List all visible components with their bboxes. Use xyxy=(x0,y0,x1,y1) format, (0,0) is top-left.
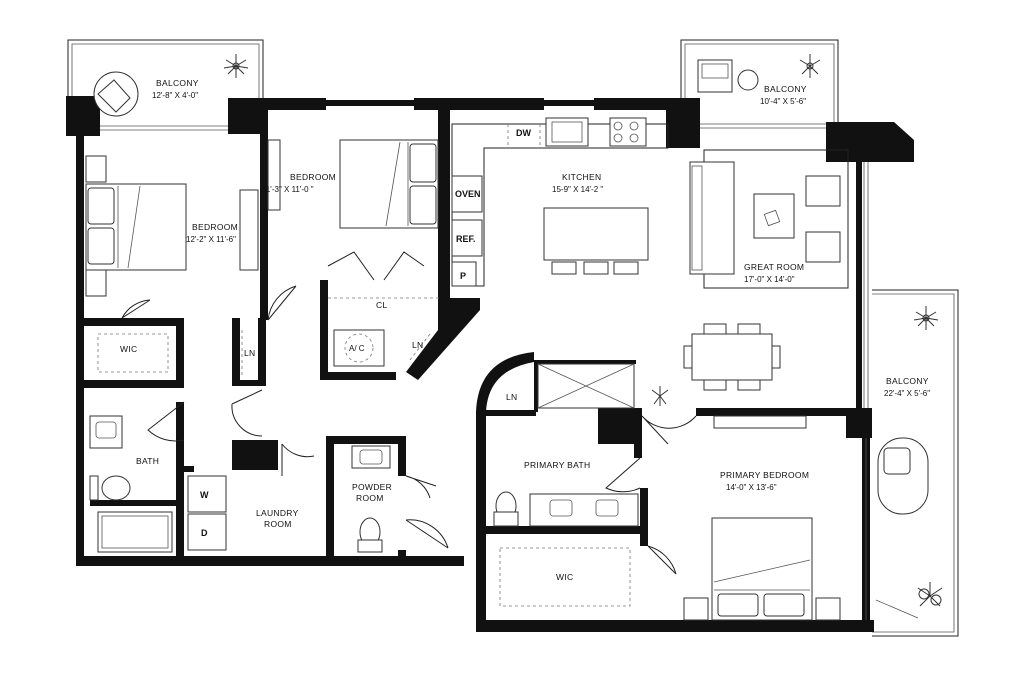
balcony-2-name: BALCONY xyxy=(764,84,807,94)
linen-2-name: LN xyxy=(412,340,423,350)
kitchen-dims: 15-9" X 14'-2 " xyxy=(552,185,603,194)
washer-label: W xyxy=(200,490,209,500)
refrigerator-label: REF. xyxy=(456,234,476,244)
laundry-name-2: ROOM xyxy=(264,519,292,529)
doors xyxy=(121,251,697,575)
balcony-outlines xyxy=(67,39,959,637)
bedroom-2-dims: 11'-3" X 11'-0 " xyxy=(262,185,314,194)
appliance-labels: DW OVEN REF. P W D xyxy=(200,128,531,538)
closet-name: CL xyxy=(376,300,387,310)
room-labels: BALCONY 12'-8" X 4'-0" BALCONY 10'-4" X … xyxy=(120,78,930,582)
oven-label: OVEN xyxy=(455,189,481,199)
windows xyxy=(100,123,869,620)
bath-name: BATH xyxy=(136,456,159,466)
balcony-1-dims: 12'-8" X 4'-0" xyxy=(152,91,198,100)
laundry-name: LAUNDRY xyxy=(256,508,299,518)
powder-name-2: ROOM xyxy=(356,493,384,503)
dryer-label: D xyxy=(201,528,208,538)
primary-bedroom-name: PRIMARY BEDROOM xyxy=(720,470,809,480)
primary-bath-name: PRIMARY BATH xyxy=(524,460,590,470)
linen-3-name: LN xyxy=(506,392,517,402)
powder-name: POWDER xyxy=(352,482,392,492)
balcony-3-name: BALCONY xyxy=(886,376,929,386)
bedroom-2-name: BEDROOM xyxy=(290,172,336,182)
kitchen-name: KITCHEN xyxy=(562,172,601,182)
ac-label: A/ C xyxy=(349,344,365,353)
dishwasher-label: DW xyxy=(516,128,531,138)
linen-1-name: LN xyxy=(244,348,255,358)
primary-bedroom-dims: 14'-0" X 13'-6" xyxy=(726,483,777,492)
balcony-2-dims: 10'-4" X 5'-6" xyxy=(760,97,806,106)
pantry-label: P xyxy=(460,271,466,281)
great-room-name: GREAT ROOM xyxy=(744,262,804,272)
balcony-3-dims: 22'-4" X 5'-6" xyxy=(884,389,930,398)
wic-1-name: WIC xyxy=(120,344,137,354)
great-room-dims: 17'-0" X 14'-0" xyxy=(744,275,795,284)
bedroom-1-name: BEDROOM xyxy=(192,222,238,232)
balcony-1-name: BALCONY xyxy=(156,78,199,88)
bedroom-1-dims: 12'-2" X 11'-6" xyxy=(186,235,236,244)
furniture xyxy=(85,54,943,621)
wic-2-name: WIC xyxy=(556,572,573,582)
